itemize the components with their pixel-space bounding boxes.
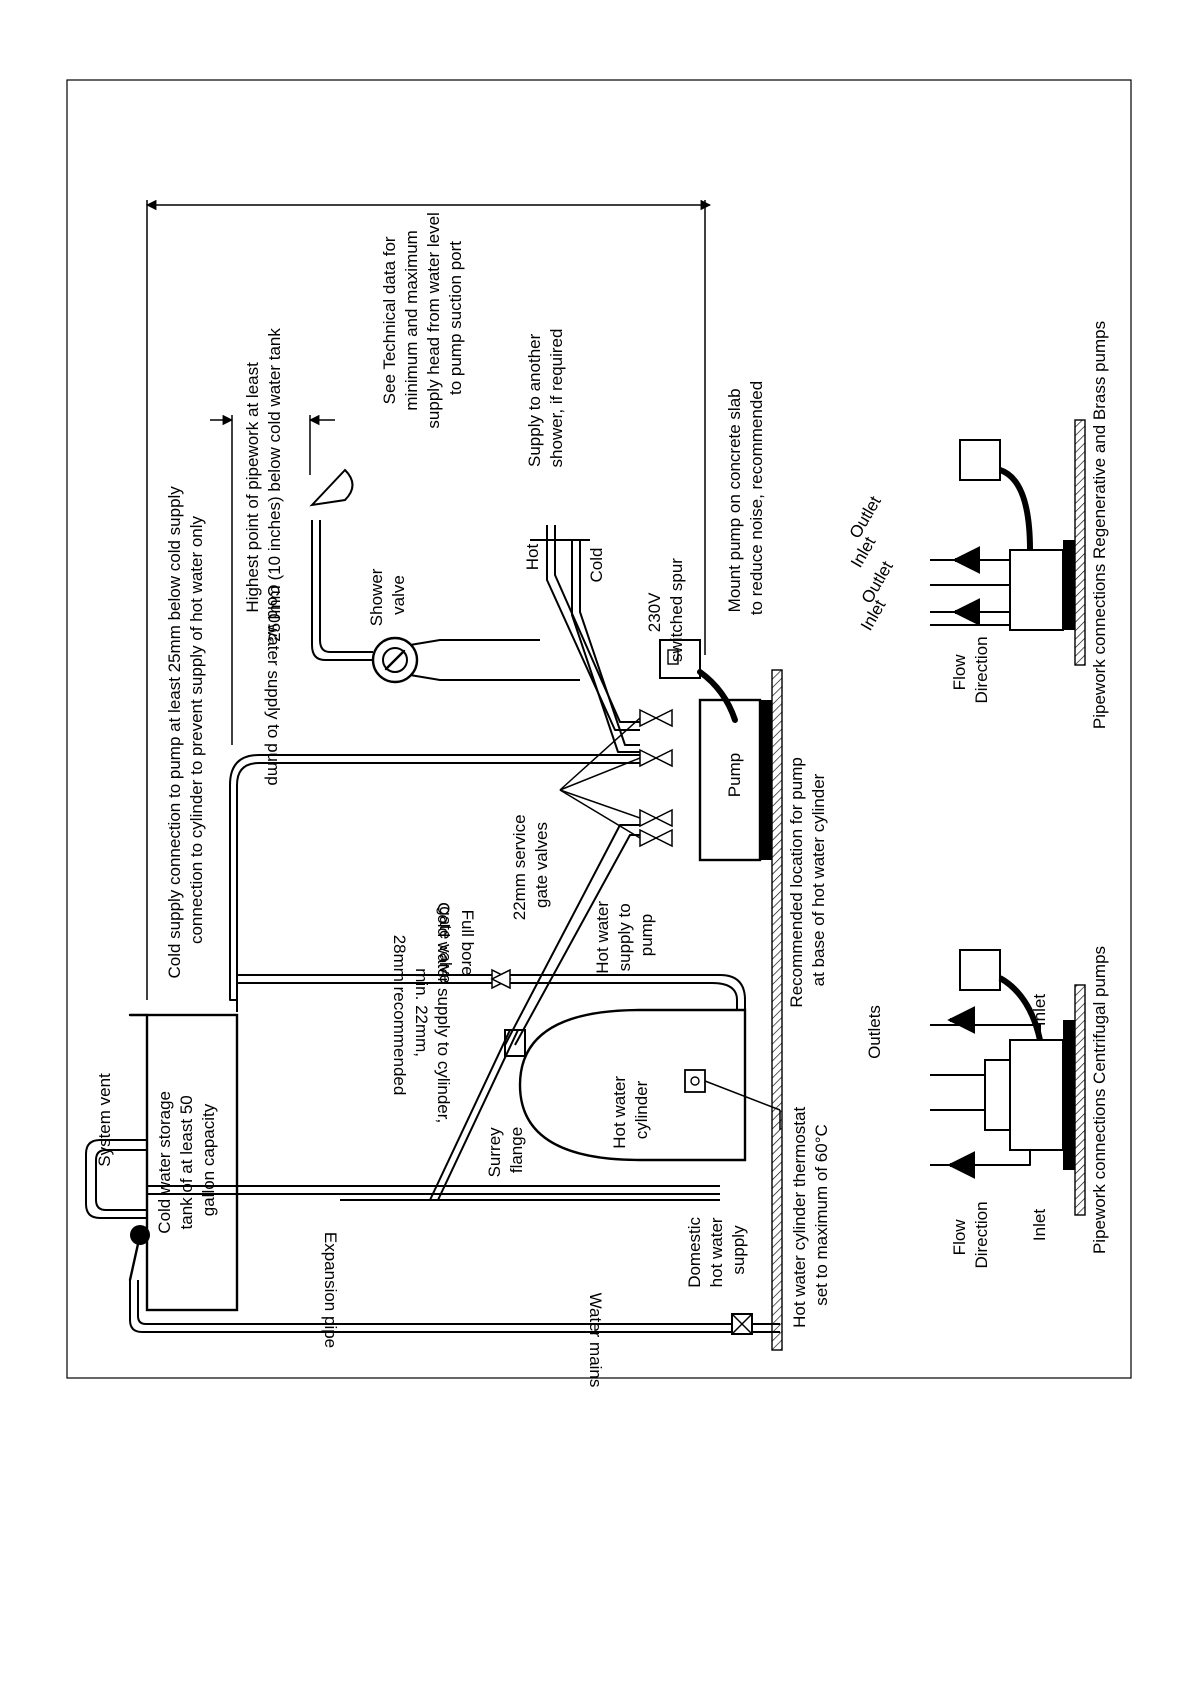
switched-spur bbox=[659, 639, 701, 679]
shower-valve-label: Shower valve bbox=[367, 564, 408, 626]
cold-supply-pipe bbox=[229, 754, 640, 1012]
full-bore-label: Full bore gate valve bbox=[436, 906, 477, 984]
technical-data-label: See Technical data for minimum and maxim… bbox=[380, 207, 465, 428]
system-vent-label: System vent bbox=[95, 1073, 114, 1167]
diagram-frame bbox=[66, 79, 1132, 1379]
supply-another-label: Supply to another shower, if required bbox=[525, 329, 566, 468]
system-vent-pipe bbox=[95, 1149, 147, 1211]
shower-head bbox=[309, 468, 354, 507]
cylinder-thermostat bbox=[684, 1069, 706, 1093]
hot-label: Hot bbox=[523, 544, 542, 571]
switched-spur-label: 230V switched spur bbox=[645, 558, 686, 662]
surrey-flange bbox=[429, 824, 640, 1201]
hot-water-cylinder bbox=[518, 1008, 747, 1162]
highest-point-label: Highest point of pipework at least 250mm… bbox=[243, 328, 284, 642]
centrifugal-caption: Pipework connections Centrifugal pumps bbox=[1090, 946, 1109, 1254]
cold-supply-connection-label: Cold supply connection to pump at least … bbox=[165, 481, 206, 978]
water-mains-label: Water mains bbox=[586, 1293, 605, 1388]
expansion-pipe-label: Expansion pipe bbox=[321, 1232, 340, 1348]
regenerative-inset bbox=[930, 419, 1086, 666]
thermostat-label: Hot water cylinder thermostat set to max… bbox=[790, 1102, 831, 1328]
shower-valve bbox=[311, 520, 580, 684]
centrifugal-inset bbox=[930, 949, 1086, 1216]
flow-direction-label-left: Flow Direction bbox=[950, 1201, 991, 1268]
pump-label: Pump bbox=[725, 753, 744, 797]
hot-cylinder-label: Hot water cylinder bbox=[610, 1071, 651, 1148]
inlet-label-left-a: Inlet bbox=[1030, 1209, 1049, 1241]
inlet-label-left-b: Inlet bbox=[1030, 994, 1049, 1026]
water-mains-pipe bbox=[129, 1280, 780, 1335]
mount-pump-label: Mount pump on concrete slab to reduce no… bbox=[725, 381, 766, 615]
cold-tank-label: Cold water storage tank of at least 50 g… bbox=[155, 1086, 218, 1233]
cold-label: Cold bbox=[587, 548, 606, 583]
service-valves-label: 22mm service gate valves bbox=[510, 810, 551, 921]
pump bbox=[698, 698, 762, 862]
recommended-location-label: Recommended location for pump at base of… bbox=[787, 752, 828, 1007]
service-gate-valves bbox=[559, 708, 673, 848]
domestic-hot-label: Domestic hot water supply bbox=[685, 1212, 748, 1288]
outlets-label: Outlets bbox=[865, 1005, 884, 1059]
hot-water-supply-pump-label: Hot water supply to pump bbox=[593, 896, 656, 973]
flow-direction-label-right: Flow Direction bbox=[950, 636, 991, 703]
cold-cylinder-supply-label: Cold water supply to cylinder, min. 22mm… bbox=[390, 902, 453, 1128]
cold-water-supply-pump-label: Cold water supply to pump bbox=[264, 584, 283, 785]
clearance-dimension bbox=[210, 414, 335, 745]
cold-water-tank bbox=[145, 1013, 239, 1312]
shower-pipes bbox=[530, 525, 640, 753]
regenerative-caption: Pipework connections Regenerative and Br… bbox=[1090, 321, 1109, 729]
cylinder-cold-supply-pipe bbox=[237, 968, 746, 1010]
outlet-label-right-b: Outlet bbox=[846, 493, 885, 542]
head-dimension bbox=[145, 199, 712, 1000]
surrey-flange-label: Surrey flange bbox=[485, 1123, 526, 1178]
